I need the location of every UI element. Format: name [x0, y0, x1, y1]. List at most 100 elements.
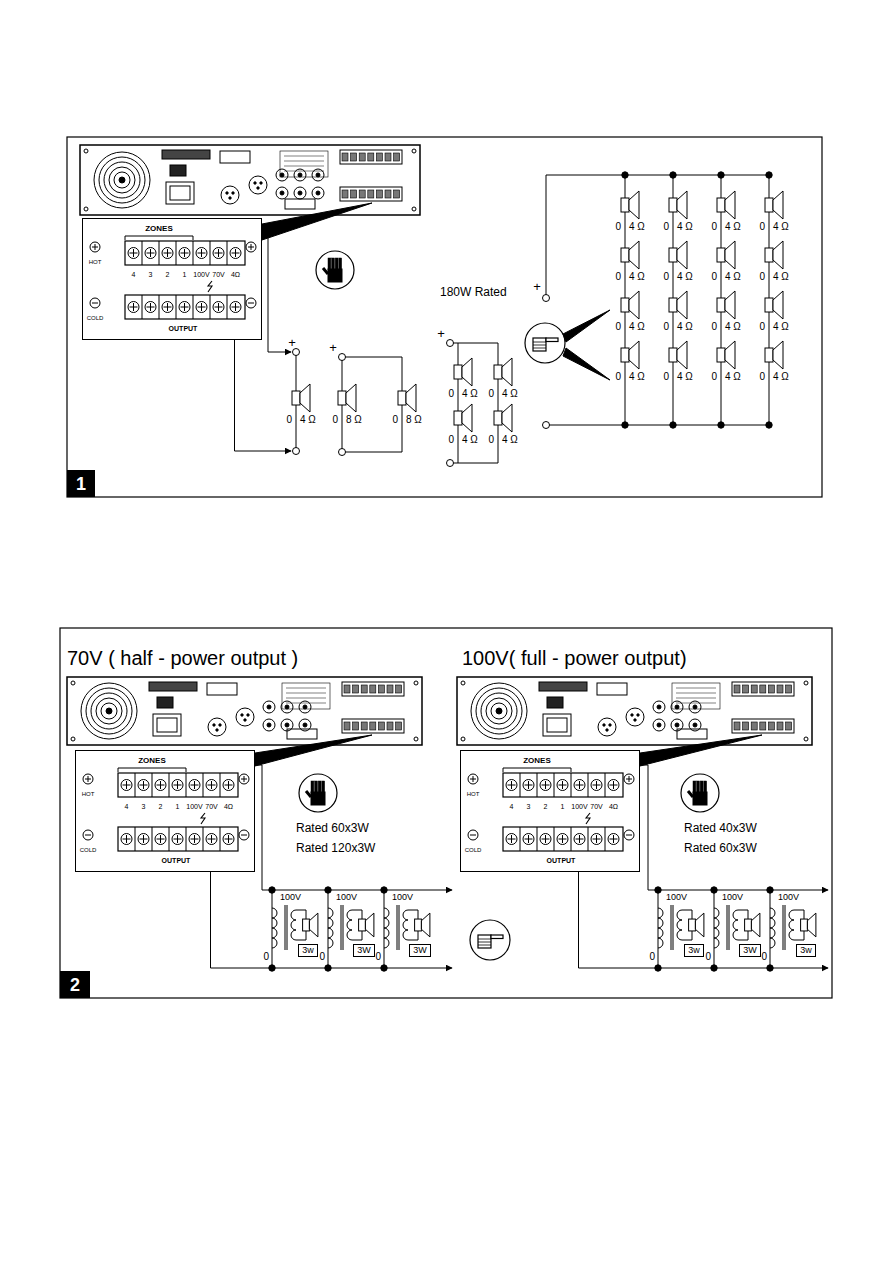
plus-sign [248, 244, 254, 250]
xlr-socket [208, 718, 226, 736]
zoom-leader [262, 203, 372, 240]
terminal-screw [213, 302, 224, 313]
terminal-point [447, 340, 454, 347]
rca-pin [657, 723, 661, 727]
fan-grille [81, 683, 137, 739]
wiring-label: 0 [711, 222, 717, 232]
junction-dot [718, 422, 724, 428]
terminal-divider [571, 827, 572, 851]
speaker-magnet [415, 919, 422, 931]
screw-slot [215, 249, 223, 257]
wiring-label: 0 [649, 952, 655, 962]
terminal-label: 100V [193, 271, 209, 278]
finger [311, 781, 314, 793]
zoom-leader [640, 735, 762, 766]
speaker-magnet [689, 919, 696, 931]
transformer-core [341, 905, 343, 950]
terminal-divider [588, 773, 589, 797]
spec-plate-line [676, 703, 716, 704]
wiring-label: 0 [488, 435, 494, 445]
terminal-point [293, 349, 300, 356]
terminal-screw [138, 834, 149, 845]
thumb [306, 791, 311, 797]
fan-grille [86, 688, 132, 734]
figure-number: 1 [67, 470, 95, 497]
terminal-screw [230, 248, 241, 259]
secondary-winding [403, 910, 408, 940]
figure-heading: 70V ( half - power output ) [67, 648, 298, 668]
wiring-label: Rated 40x3W [684, 822, 757, 834]
speaker-symbol [669, 291, 687, 319]
xlr-pin [229, 197, 231, 199]
terminal-screw [196, 302, 207, 313]
serial-label [677, 729, 707, 739]
output-terminal [361, 722, 367, 730]
screw-slot [542, 781, 550, 789]
output-terminal [760, 685, 766, 693]
terminal-label: COLD [87, 315, 104, 321]
terminal-divider [227, 295, 228, 319]
terminal-label: 1 [176, 803, 180, 810]
terminal-strip [503, 827, 623, 851]
terminal-label: 4Ω [609, 803, 618, 810]
xlr-pin [606, 729, 608, 731]
speaker-magnet [669, 348, 677, 362]
wiring-label: 4 Ω [773, 372, 789, 382]
case-screw [412, 207, 416, 211]
terminal-screw [162, 302, 173, 313]
output-terminal [394, 190, 400, 198]
speaker-symbol [621, 341, 639, 369]
terminal-divider [152, 827, 153, 851]
terminal-screw [608, 780, 619, 791]
speaker-symbol [717, 241, 735, 269]
wiring-label: 4 Ω [725, 272, 741, 282]
case-screw [71, 681, 75, 685]
mains-socket [166, 182, 194, 204]
fan-grille [114, 172, 130, 188]
wiring-label: 100V [336, 893, 357, 902]
screw-slot [191, 835, 199, 843]
terminal-label: 4 [125, 803, 129, 810]
primary-winding [770, 908, 775, 948]
terminal-label: OUTPUT [169, 325, 198, 332]
terminal-point [339, 354, 346, 361]
junction-dot [622, 422, 628, 428]
wiring-label: 4 Ω [725, 222, 741, 232]
minus-sign [470, 835, 476, 836]
output-terminal [751, 685, 757, 693]
zoom-leader [255, 735, 372, 766]
terminal-strip [125, 295, 245, 319]
transformer-core [397, 905, 399, 950]
xlr-pin [609, 724, 611, 726]
wiring-label: 4 Ω [629, 372, 645, 382]
hand-warning-icon [299, 774, 337, 812]
output-terminal [370, 685, 376, 693]
wiring-label: + [533, 280, 541, 293]
junction-dot [711, 965, 717, 971]
speaker-magnet [717, 198, 725, 212]
terminal-strip [503, 773, 623, 797]
speaker-symbol [717, 341, 735, 369]
rca-pin [657, 705, 661, 709]
wiring-label: 100V [778, 893, 799, 902]
terminal-divider [169, 773, 170, 797]
terminal-divider [152, 773, 153, 797]
mounting-screw [83, 830, 93, 840]
fan-grille [91, 693, 127, 729]
junction-dot [381, 887, 387, 893]
speaker-magnet [717, 348, 725, 362]
output-terminal [760, 722, 766, 730]
output-terminal [786, 685, 792, 693]
xlr-socket [598, 718, 616, 736]
fan-grille [104, 162, 140, 198]
terminal-screw [557, 780, 568, 791]
screw-slot [191, 781, 199, 789]
speaker-symbol [689, 913, 704, 937]
rca-pin [280, 173, 284, 177]
fan-grille [486, 698, 512, 724]
output-terminal [768, 685, 774, 693]
junction-dot [767, 965, 773, 971]
rca-socket [294, 187, 306, 199]
thumb [688, 791, 693, 797]
wiring-label: 0 [375, 952, 381, 962]
